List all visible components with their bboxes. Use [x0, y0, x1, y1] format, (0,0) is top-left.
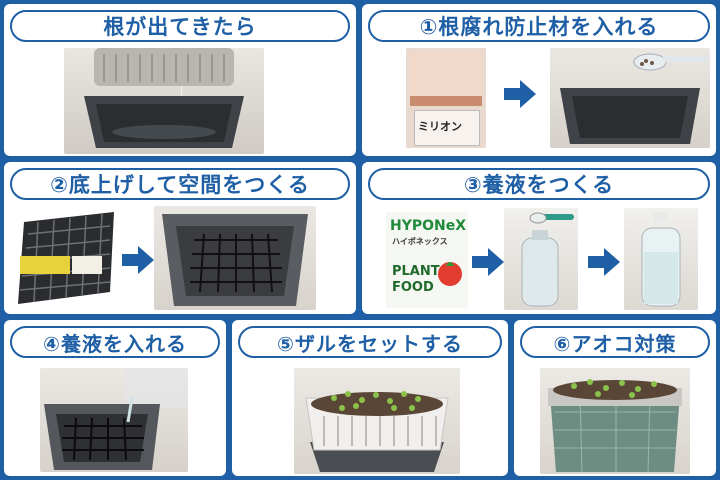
panel-title: ①根腐れ防止材を入れる	[368, 10, 710, 42]
panel-title: ⑥アオコ対策	[520, 326, 710, 358]
panel-pour-solution: ④養液を入れる	[4, 320, 226, 476]
photo-hyponex-package: HYPONeX ハイポネックス PLANT FOOD	[386, 212, 468, 308]
photo-bottle-filled	[624, 208, 698, 310]
photo-grid-package	[14, 212, 118, 304]
panel-raise-bottom: ②底上げして空間をつくる	[4, 162, 356, 314]
photo-grid-in-tray	[154, 206, 316, 310]
panel-roots-appear: 根が出てきたら	[4, 4, 356, 156]
panel-algae-countermeasure: ⑥アオコ対策	[514, 320, 716, 476]
photo-covered-tray	[540, 368, 690, 474]
panel-root-rot-prevention: ①根腐れ防止材を入れる ミリオン	[362, 4, 716, 156]
panel-title: ④養液を入れる	[10, 326, 220, 358]
panel-title: ②底上げして空間をつくる	[10, 168, 350, 200]
photo-pouring	[40, 368, 188, 472]
photo-basket-seedlings	[294, 368, 460, 474]
photo-bottle-measure	[504, 208, 578, 310]
photo-tray-with-scoop	[550, 48, 710, 148]
plant-food-label-1: PLANT	[392, 264, 440, 279]
photo-basket-lifted	[64, 48, 264, 154]
panel-title: 根が出てきたら	[10, 10, 350, 42]
millionA-label: ミリオン	[418, 120, 462, 133]
photo-millionA-package: ミリオン	[406, 48, 486, 148]
panel-title: ③養液をつくる	[368, 168, 710, 200]
panel-title: ⑤ザルをセットする	[238, 326, 502, 358]
hyponex-brand-label: HYPONeX	[390, 218, 467, 234]
hyponex-sub-label: ハイポネックス	[392, 237, 448, 246]
panel-make-solution: ③養液をつくる HYPONeX ハイポネックス PLANT FOOD	[362, 162, 716, 314]
plant-food-label-2: FOOD	[392, 280, 434, 295]
panel-set-basket: ⑤ザルをセットする	[232, 320, 508, 476]
